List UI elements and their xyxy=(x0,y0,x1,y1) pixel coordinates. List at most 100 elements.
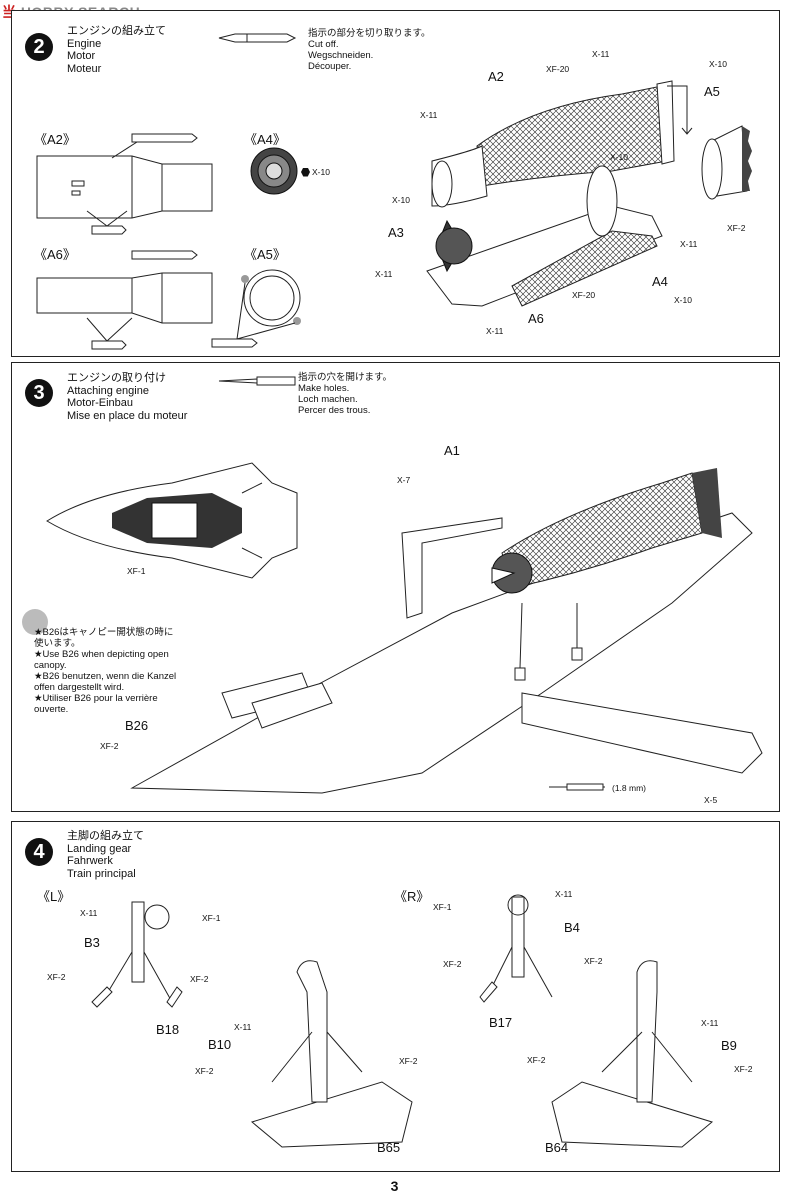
page-number: 3 xyxy=(390,1178,399,1194)
paint-x11-right: X-11 xyxy=(680,239,697,249)
step2-title-en: Engine xyxy=(67,37,102,50)
paint-x10-a4: X-10 xyxy=(674,295,692,305)
star-note-line: offen dargestellt wird. xyxy=(34,682,125,693)
part-a6-label: A6 xyxy=(528,311,544,326)
paint-r2-x11: X-11 xyxy=(701,1018,718,1028)
part-a2-label: A2 xyxy=(488,69,504,84)
star-note-line: ouverte. xyxy=(34,704,69,715)
knife-icon xyxy=(218,33,297,43)
paint-code: X-11 xyxy=(486,326,504,336)
paint-code: X-11 xyxy=(701,1018,719,1028)
paint-code: XF-2 xyxy=(195,1066,214,1076)
fuselage-top-view-drawing xyxy=(46,462,298,579)
paint-x11-a3: X-11 xyxy=(375,269,392,279)
part-a6-detail-drawing xyxy=(36,250,213,350)
paint-code: XF-2 xyxy=(190,974,209,984)
paint-code: X-10 xyxy=(610,152,628,162)
paint-code: X-10 xyxy=(709,59,727,69)
paint-r-xf1: XF-1 xyxy=(433,902,451,912)
paint-code: X-10 xyxy=(674,295,692,305)
step4-panel: 4 主脚の組み立て Landing gear Fahrwerk Train pr… xyxy=(11,821,780,1172)
paint-xf2: XF-2 xyxy=(727,223,745,233)
star-note-line: ★B26 benutzen, wenn die Kanzel xyxy=(34,671,177,682)
step3-note-de: Loch machen. xyxy=(298,394,358,405)
part-a5-label: A5 xyxy=(704,84,720,99)
step2-note-fr: Découper. xyxy=(308,61,352,72)
part-b4-label: B4 xyxy=(564,920,580,935)
paint-hex-icon xyxy=(301,167,310,177)
paint-r2-xf2b: XF-2 xyxy=(734,1064,752,1074)
step3-panel: 3 エンジンの取り付け Attaching engine Motor-Einba… xyxy=(11,362,780,812)
paint-r-x11: X-11 xyxy=(555,889,572,899)
step2-title-fr: Moteur xyxy=(67,62,102,75)
step2-title-de: Motor xyxy=(67,50,96,62)
paint-code: XF-2 xyxy=(734,1064,753,1074)
step3-title-en: Attaching engine xyxy=(67,384,149,397)
part-b65-label: B65 xyxy=(377,1140,401,1155)
step4-title-jp: 主脚の組み立て xyxy=(67,830,144,842)
paint-x5: X-5 xyxy=(704,795,717,805)
step2-note-jp: 指示の部分を切り取ります。 xyxy=(308,28,431,39)
paint-code: X-5 xyxy=(704,795,718,805)
step2-number: 2 xyxy=(25,33,53,61)
paint-code: XF-20 xyxy=(546,64,570,74)
paint-code: XF-2 xyxy=(100,741,119,751)
left-strut-drawing xyxy=(91,901,183,1008)
step2-title: エンジンの組み立て Engine Motor Moteur xyxy=(67,25,166,75)
paint-l-xf2b: XF-2 xyxy=(190,974,208,984)
paint-x10-top: X-10 xyxy=(709,59,727,69)
part-b17-label: B17 xyxy=(489,1015,513,1030)
right-wheel-well-drawing xyxy=(551,960,714,1148)
detail-a6-label: 《A6》 xyxy=(34,247,76,262)
drill-icon xyxy=(218,376,296,386)
paint-x11-bot: X-11 xyxy=(486,326,503,336)
paint-code: XF-2 xyxy=(727,223,746,233)
paint-code: XF-20 xyxy=(572,290,596,300)
paint-l-xf1: XF-1 xyxy=(202,913,220,923)
engine-exploded-drawing xyxy=(426,80,752,307)
paint-code: X-11 xyxy=(592,49,610,59)
detail-a5-label: 《A5》 xyxy=(244,247,286,262)
step2-panel: 2 エンジンの組み立て Engine Motor Moteur 指示の部分を切り… xyxy=(11,10,780,357)
paint-code: X-10 xyxy=(392,195,410,205)
paint-code: XF-2 xyxy=(584,956,603,966)
right-gear-label: 《R》 xyxy=(394,889,430,904)
paint-x7: X-7 xyxy=(397,475,410,485)
part-b64-label: B64 xyxy=(545,1140,569,1155)
step3-title-fr: Mise en place du moteur xyxy=(67,409,188,422)
step4-title-fr: Train principal xyxy=(67,867,136,880)
paint-code: XF-1 xyxy=(202,913,221,923)
paint-code: X-11 xyxy=(555,889,573,899)
drill-bit-icon xyxy=(549,783,605,791)
part-b10-label: B10 xyxy=(208,1037,232,1052)
paint-code: XF-1 xyxy=(127,566,146,576)
left-wheel-well-drawing xyxy=(250,960,413,1148)
star-note-line: ★Use B26 when depicting open xyxy=(34,649,169,660)
step4-title: 主脚の組み立て Landing gear Fahrwerk Train prin… xyxy=(67,830,144,880)
part-b9-label: B9 xyxy=(721,1038,737,1053)
paint-xf1: XF-1 xyxy=(127,566,145,576)
paint-code: X-11 xyxy=(420,110,438,120)
step4-title-en: Landing gear xyxy=(67,842,132,855)
paint-r-xf2b: XF-2 xyxy=(584,956,602,966)
step3-note-jp: 指示の穴を開けます。 xyxy=(298,372,393,383)
paint-code: XF-2 xyxy=(47,972,66,982)
paint-code: XF-2 xyxy=(443,959,462,969)
part-a5-detail-drawing xyxy=(211,269,301,348)
step3-star-note: ★B26はキャノピー開状態の時に 使います。 ★Use B26 when dep… xyxy=(34,627,176,715)
paint-code: X-11 xyxy=(680,239,698,249)
step2-note: 指示の部分を切り取ります。 Cut off. Wegschneiden. Déc… xyxy=(308,28,431,72)
paint-x10-a3: X-10 xyxy=(392,195,410,205)
part-a1-label: A1 xyxy=(444,443,460,458)
paint-code: XF-2 xyxy=(399,1056,418,1066)
paint-xf20-bot: XF-20 xyxy=(572,290,595,300)
paint-xf20-top: XF-20 xyxy=(546,64,569,74)
paint-l2-xf2b: XF-2 xyxy=(399,1056,417,1066)
step2-title-jp: エンジンの組み立て xyxy=(67,25,166,37)
step3-note-fr: Percer des trous. xyxy=(298,405,371,416)
star-note-line: ★B26はキャノピー開状態の時に xyxy=(34,627,174,638)
star-note-line: ★Utiliser B26 pour la verrière xyxy=(34,693,158,704)
paint-x11-top: X-11 xyxy=(592,49,609,59)
drill-size-label: (1.8 mm) xyxy=(612,783,646,793)
step3-note: 指示の穴を開けます。 Make holes. Loch machen. Perc… xyxy=(298,372,392,416)
